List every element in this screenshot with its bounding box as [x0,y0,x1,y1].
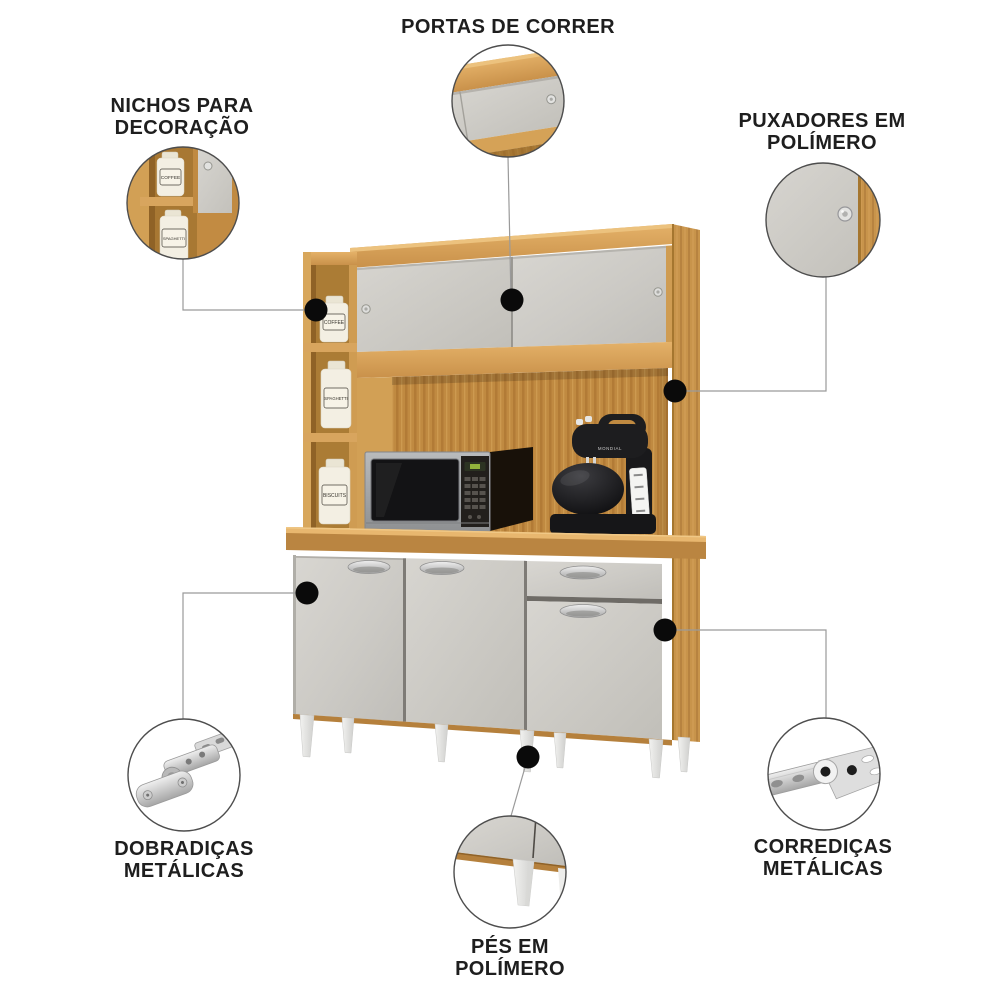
hutch-top-band [350,224,672,268]
hinge-illustration [135,731,235,808]
handle-drawer [559,565,607,580]
label-dobradicas-metalicas: DOBRADIÇAS METÁLICAS [114,838,254,882]
svg-text:COFFEE: COFFEE [324,320,345,326]
leader-nichos [182,259,315,311]
dot-corredicas [653,618,677,642]
anchor-dots [295,288,687,769]
jar-coffee: COFFEE [319,295,349,343]
svg-text:COFFEE: COFFEE [161,175,180,181]
niche-column: COFFEE SPAGHETTI BISCUITS [303,252,357,528]
base-door-right [527,601,662,740]
detail-jar-coffee: COFFEE [156,151,185,197]
cabinet-right-side-panel [672,224,700,742]
sliding-door-right [512,245,666,347]
leader-dobradicas [182,592,307,719]
handle-left-door [347,560,391,574]
dot-dobradicas [295,581,319,605]
detail-circle-portas [451,44,565,158]
svg-text:MONDIAL: MONDIAL [598,446,622,451]
slide-illustration [768,744,880,800]
microwave [364,447,533,533]
dot-puxadores [663,379,687,403]
detail-circle-puxadores [765,162,881,278]
detail-circle-corredicas [767,717,881,831]
base-door-center [406,558,524,730]
stand-mixer: MONDIAL [550,414,656,534]
detail-circle-nichos: COFFEE SPAGHETTI [126,146,240,260]
handle-center-door [419,561,465,575]
detail-jar-spaghetti: SPAGHETTI [159,209,189,259]
label-portas-de-correr: PORTAS DE CORRER [401,16,615,38]
sliding-door-left [356,256,512,352]
kitchen-cabinet: COFFEE SPAGHETTI BISCUITS [286,224,706,779]
svg-text:SPAGHETTI: SPAGHETTI [324,396,347,401]
dot-portas [500,288,524,312]
jar-biscuits: BISCUITS [318,458,351,525]
leader-corredicas [665,629,827,718]
label-corredicas-metalicas: CORREDIÇAS METÁLICAS [753,836,893,880]
detail-circle-dobradicas [127,718,241,832]
label-puxadores-em-polimero: PUXADORES EM POLÍMERO [738,110,906,154]
door-handles [347,560,607,618]
svg-text:BISCUITS: BISCUITS [323,493,347,499]
label-pes-em-polimero: PÉS EM POLÍMERO [455,936,565,980]
dot-pes [516,745,540,769]
leader-portas [507,156,512,300]
counter-top [286,527,706,559]
leader-puxadores [676,277,827,392]
dot-nichos [304,298,328,322]
svg-text:SPAGHETTI: SPAGHETTI [163,236,185,241]
jar-spaghetti: SPAGHETTI [320,360,352,429]
base-door-left [296,556,403,722]
base-cabinet [293,555,672,746]
detail-circle-pes [453,815,567,929]
label-nichos-para-decoracao: NICHOS PARA DECORAÇÃO [110,95,254,139]
hutch-shelf-band [350,341,672,379]
handle-right-door [559,604,607,618]
